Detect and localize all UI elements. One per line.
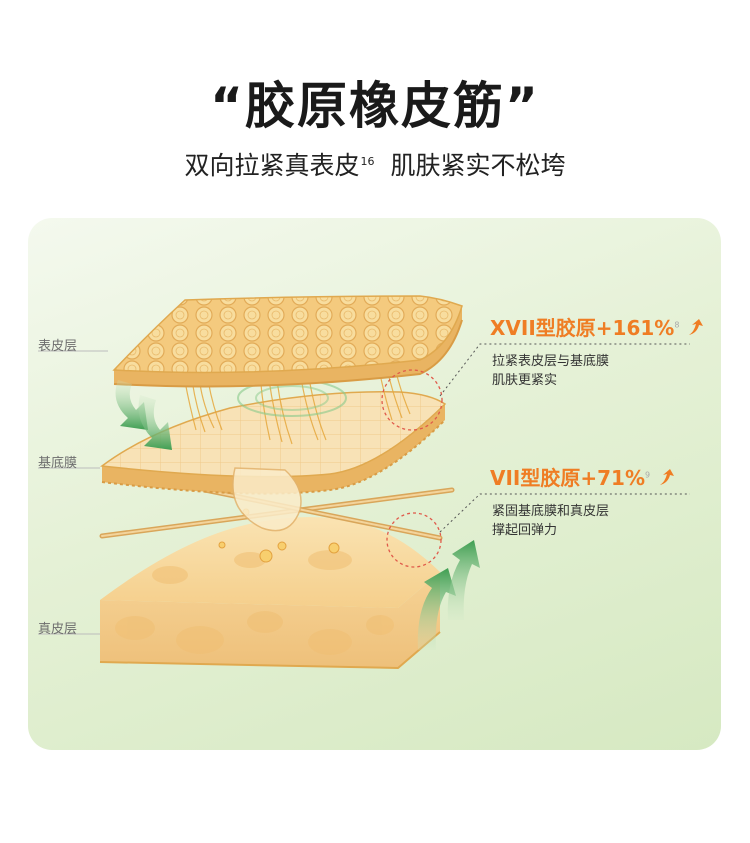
callout-xvii-desc: 拉紧表皮层与基底膜 肌肤更紧实 xyxy=(492,352,609,390)
subtitle-footnote: 16 xyxy=(360,154,375,168)
callout-xvii-desc-line2: 肌肤更紧实 xyxy=(492,373,558,388)
callout-vii-desc-line2: 撑起回弹力 xyxy=(492,523,558,538)
page-subtitle: 双向拉紧真表皮16 肌肤紧实不松垮 xyxy=(0,146,750,182)
up-arrow-icon xyxy=(689,319,704,335)
subtitle-rest: 肌肤紧实不松垮 xyxy=(390,151,566,180)
callout-vii-value: VII型胶原+71% xyxy=(490,466,645,490)
up-arrow-icon xyxy=(660,469,675,485)
tension-arrows xyxy=(115,380,480,650)
callout-xvii-desc-line1: 拉紧表皮层与基底膜 xyxy=(492,354,610,369)
callout-leaders xyxy=(439,343,690,533)
basement-membrane-layer xyxy=(100,391,447,532)
dermis-layer xyxy=(99,508,441,670)
label-basement-membrane: 基底膜 xyxy=(38,456,78,471)
label-dermis: 真皮层 xyxy=(38,622,78,637)
callout-xvii-value: XVII型胶原+161% xyxy=(490,316,675,340)
callout-vii-desc: 紧固基底膜和真皮层 撑起回弹力 xyxy=(492,502,609,540)
label-epidermis: 表皮层 xyxy=(38,339,78,354)
epidermis-layer xyxy=(112,295,463,445)
callout-vii-desc-line1: 紧固基底膜和真皮层 xyxy=(492,504,610,519)
layer-label-leaders xyxy=(38,350,108,635)
callout-xvii-stat: XVII型胶原+161%8 xyxy=(490,312,706,341)
callout-vii-footnote: 9 xyxy=(645,470,651,480)
callout-vii-stat: VII型胶原+71%9 xyxy=(490,462,677,491)
page-title: “胶原橡皮筋” xyxy=(210,77,540,135)
focus-circles xyxy=(381,369,443,568)
callout-xvii-footnote: 8 xyxy=(674,320,680,330)
subtitle-main: 双向拉紧真表皮 xyxy=(184,151,360,180)
